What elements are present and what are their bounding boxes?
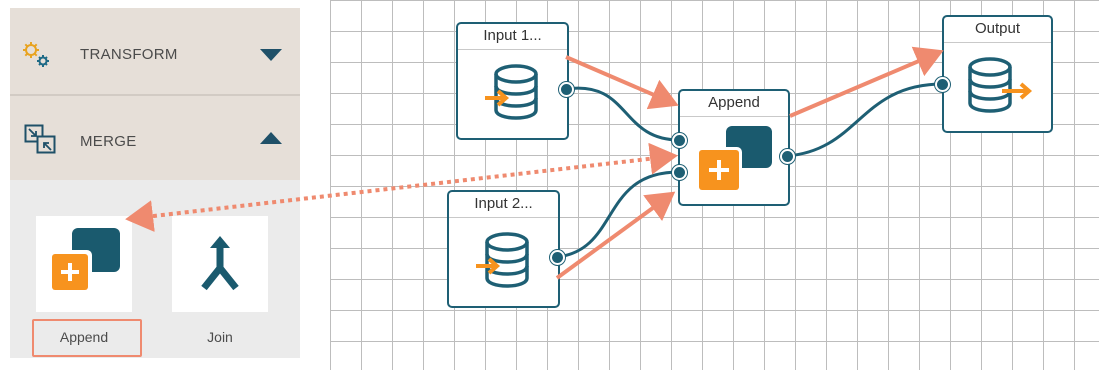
database-input-icon	[485, 64, 538, 120]
merge-section-label: MERGE	[80, 133, 137, 150]
input-2-node-title: Input 2...	[449, 192, 558, 218]
input-2-node[interactable]: Input 2...	[447, 190, 560, 308]
append-node[interactable]: Append	[678, 89, 790, 206]
append-tool-tile[interactable]	[36, 216, 132, 312]
append-input-port-2[interactable]	[672, 165, 687, 180]
input-1-node-title: Input 1...	[458, 24, 567, 50]
output-input-port[interactable]	[935, 77, 950, 92]
append-input-port-1[interactable]	[672, 133, 687, 148]
append-label-highlight	[32, 319, 142, 357]
gears-icon	[23, 42, 49, 67]
chevron-down-icon[interactable]	[260, 49, 282, 61]
merge-section-header[interactable]: MERGE	[10, 96, 300, 180]
merge-arrows-icon	[24, 124, 56, 154]
chevron-up-icon[interactable]	[260, 132, 282, 144]
input-1-output-port[interactable]	[559, 82, 574, 97]
append-tool-label[interactable]: Append	[59, 329, 109, 345]
join-tool-label[interactable]: Join	[207, 329, 233, 345]
transform-section-header[interactable]: TRANSFORM	[10, 8, 300, 94]
sidebar: TRANSFORM MERGE	[0, 0, 300, 370]
database-input-icon	[476, 232, 529, 288]
append-icon	[696, 126, 772, 193]
output-node[interactable]: Output	[942, 15, 1053, 133]
transform-section-label: TRANSFORM	[80, 46, 178, 63]
merge-tools-palette: Append Join	[10, 180, 300, 358]
input-1-node[interactable]: Input 1...	[456, 22, 569, 140]
section-divider	[10, 94, 300, 96]
join-icon	[201, 236, 239, 291]
join-tool-tile[interactable]	[172, 216, 268, 312]
input-2-output-port[interactable]	[550, 250, 565, 265]
append-icon	[48, 228, 120, 294]
database-output-icon	[968, 57, 1033, 113]
append-output-port[interactable]	[780, 149, 795, 164]
output-node-title: Output	[944, 17, 1051, 43]
append-node-title: Append	[680, 91, 788, 117]
